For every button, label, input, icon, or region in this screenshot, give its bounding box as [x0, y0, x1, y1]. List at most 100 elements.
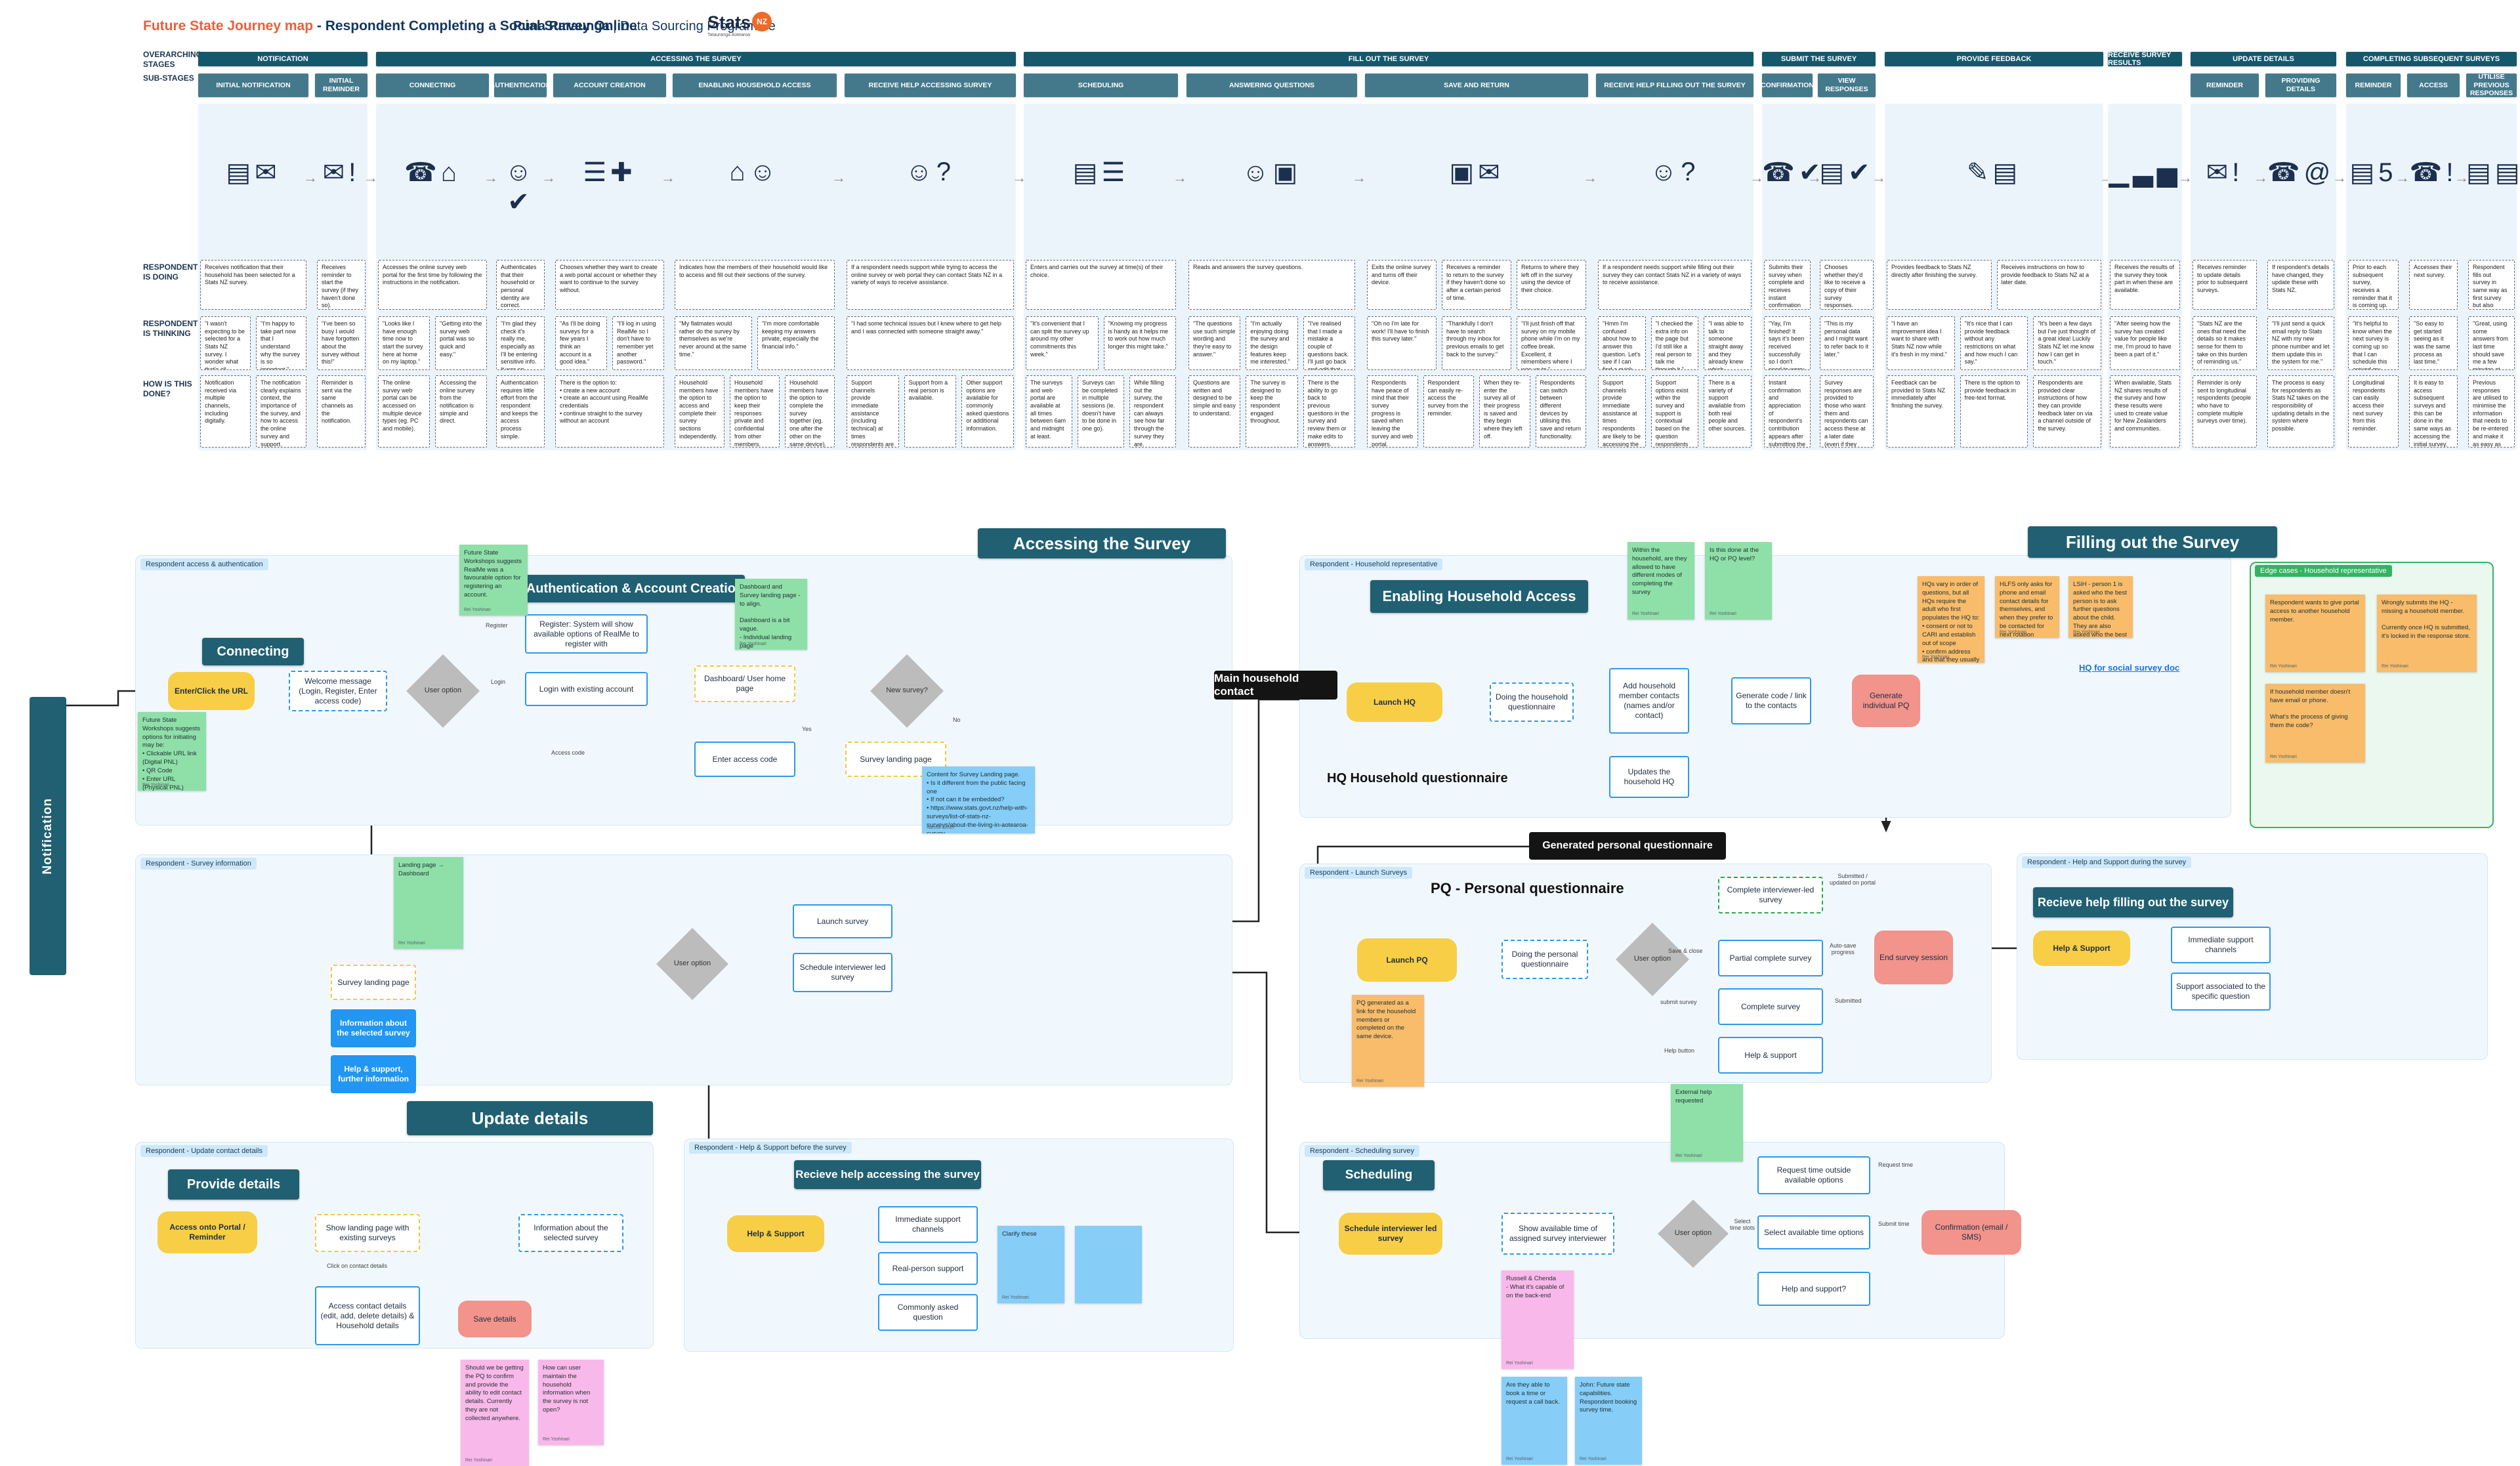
sticky-hq-or-pq-level[interactable]: Is this done at the HQ or PQ level?Rei Y…	[1705, 542, 1772, 619]
cell-initial-reminder-done-0[interactable]: Reminder is sent via the same channels a…	[317, 375, 366, 448]
hq-social-survey-doc-link[interactable]: HQ for social survey doc	[2079, 663, 2180, 673]
cell-account-creation-doing-0[interactable]: Chooses whether they want to create a we…	[555, 260, 664, 310]
schedule-interviewer-led-survey-2[interactable]: Schedule interviewer led survey	[1339, 1213, 1442, 1255]
substage-account-creation[interactable]: ACCOUNT CREATION	[553, 73, 666, 97]
main-household-contact-label[interactable]: Main household contact	[1214, 671, 1337, 700]
welcome-message[interactable]: Welcome message (Login, Register, Enter …	[289, 671, 387, 711]
cell-provide-feedback-done-0[interactable]: Feedback can be provided to Stats NZ imm…	[1887, 375, 1955, 448]
cell-reminder-subsequent-thinking-0[interactable]: "It's helpful to know when the next surv…	[2348, 316, 2399, 370]
sticky-dashboard-align[interactable]: Dashboard and Survey landing page - to a…	[735, 579, 807, 650]
stage-4[interactable]: PROVIDE FEEDBACK	[1885, 52, 2103, 66]
partial-complete-survey[interactable]: Partial complete survey	[1718, 940, 1823, 976]
sticky-pq-confirm-contact-details[interactable]: Should we be getting the PQ to confirm a…	[461, 1360, 529, 1466]
cell-access-subsequent-done-0[interactable]: It is easy to access subsequent surveys …	[2409, 375, 2458, 448]
sticky-pq-generated-link[interactable]: PQ generated as a link for the household…	[1352, 995, 1424, 1087]
updates-household-hq[interactable]: Updates the household HQ	[1609, 756, 1689, 798]
cell-provide-feedback-done-1[interactable]: There is the option to provide feedback …	[1960, 375, 2028, 448]
help-and-support-during[interactable]: Help & Support	[2033, 931, 2130, 966]
cell-enabling-household-access-done-1[interactable]: Household members have the option to kee…	[730, 375, 780, 448]
cell-view-responses-done-0[interactable]: Survey responses are provided to those w…	[1820, 375, 1874, 448]
cell-receive-help-accessing-survey-done-0[interactable]: Support channels provide immediate assis…	[847, 375, 899, 448]
substage-receive-help-accessing-survey[interactable]: RECEIVE HELP ACCESSING SURVEY	[845, 73, 1016, 97]
cell-save-and-return-doing-0[interactable]: Exits the online survey and turns off th…	[1367, 260, 1437, 310]
cell-view-responses-doing-0[interactable]: Chooses whether they'd like to receive a…	[1820, 260, 1874, 310]
p-help-before-chip[interactable]: Respondent - Help & Support before the s…	[689, 1142, 852, 1154]
p-launch-surveys-chip[interactable]: Respondent - Launch Surveys	[1305, 867, 1412, 879]
cell-utilise-previous-responses-thinking-0[interactable]: "Great, using some answers from last tim…	[2468, 316, 2515, 370]
help-and-support-before[interactable]: Help & Support	[727, 1215, 824, 1252]
dashboard-home[interactable]: Dashboard/ User home page	[694, 665, 795, 702]
cell-account-creation-thinking-0[interactable]: "As I'll be doing surveys for a few year…	[555, 316, 607, 370]
select-available-time[interactable]: Select available time options	[1757, 1215, 1870, 1249]
sticky-unlabelled[interactable]	[1075, 1226, 1142, 1303]
cell-receive-help-filling-out-the-survey-thinking-2[interactable]: "I was able to talk to someone straight …	[1704, 316, 1752, 370]
cell-authentication-thinking-0[interactable]: "I'm glad they check it's really me, esp…	[496, 316, 545, 370]
cell-scheduling-thinking-1[interactable]: "Knowing my progress is handy as it help…	[1103, 316, 1176, 370]
cell-initial-notification-thinking-1[interactable]: "I'm happy to take part now that I under…	[256, 316, 306, 370]
cell-answering-questions-done-1[interactable]: The survey is designed to keep the respo…	[1246, 375, 1298, 448]
save-details[interactable]: Save details	[458, 1301, 532, 1337]
sticky-realme-option[interactable]: Future State Workshops suggests RealMe w…	[459, 545, 528, 616]
show-available-time[interactable]: Show available time of assigned survey i…	[1502, 1213, 1614, 1255]
substage-confirmation[interactable]: CONFIRMATION	[1761, 73, 1814, 97]
doing-household-questionnaire[interactable]: Doing the household questionnaire	[1490, 682, 1574, 722]
sticky-portal-access-other-member[interactable]: Respondent wants to give portal access t…	[2265, 595, 2365, 672]
substage-reminder-update[interactable]: REMINDER	[2191, 73, 2259, 97]
cell-receive-survey-results-thinking-0[interactable]: "After seeing how the survey has created…	[2110, 316, 2180, 370]
cell-providing-details-thinking-0[interactable]: "I'll just send a quick email reply to S…	[2267, 316, 2334, 370]
cell-answering-questions-thinking-1[interactable]: "I'm actually enjoying doing the survey …	[1246, 316, 1298, 370]
login-existing[interactable]: Login with existing account	[525, 672, 648, 706]
info-selected-survey-fill[interactable]: Information about the selected survey	[331, 1009, 416, 1047]
cell-account-creation-done-0[interactable]: There is the option to: • create a new a…	[555, 375, 664, 448]
cell-scheduling-doing-0[interactable]: Enters and carries out the survey at tim…	[1026, 260, 1176, 310]
information-about-selected-survey[interactable]: Information about the selected survey	[518, 1214, 623, 1252]
cell-initial-notification-doing-0[interactable]: Receives notification that their househo…	[200, 260, 306, 310]
stage-7[interactable]: COMPLETING SUBSEQUENT SURVEYS	[2346, 52, 2517, 66]
enter-click-url[interactable]: Enter/Click the URL	[168, 672, 255, 710]
cell-receive-help-accessing-survey-done-1[interactable]: Support from a real person is available.	[904, 375, 957, 448]
substage-authentication[interactable]: AUTHENTICATION	[490, 73, 551, 97]
cell-answering-questions-doing-0[interactable]: Reads and answers the survey questions.	[1188, 260, 1355, 310]
stage-3[interactable]: SUBMIT THE SURVEY	[1762, 52, 1876, 66]
cell-confirmation-doing-0[interactable]: Submits their survey when complete and r…	[1764, 260, 1811, 310]
access-portal-reminder[interactable]: Access onto Portal / Reminder	[158, 1211, 257, 1253]
confirmation-email-sms[interactable]: Confirmation (email / SMS)	[1922, 1210, 2021, 1255]
sticky-russell-chenda[interactable]: Russell & Chenda - What it's capable of …	[1502, 1270, 1574, 1369]
sticky-landing-page-content[interactable]: Content for Survey Landing page. • Is it…	[922, 766, 1035, 833]
stage-1[interactable]: ACCESSING THE SURVEY	[376, 52, 1016, 66]
substage-connecting[interactable]: CONNECTING	[376, 73, 489, 97]
cell-providing-details-done-0[interactable]: The process is easy for respondents as S…	[2267, 375, 2334, 448]
cell-connecting-doing-0[interactable]: Accesses the online survey web portal fo…	[378, 260, 487, 310]
cell-enabling-household-access-done-0[interactable]: Household members have the option to acc…	[675, 375, 724, 448]
substage-answering-questions[interactable]: ANSWERING QUESTIONS	[1186, 73, 1357, 97]
cell-receive-help-filling-out-the-survey-doing-0[interactable]: If a respondent needs support while fill…	[1598, 260, 1752, 310]
sticky-wrongly-submits-hq[interactable]: Wrongly submits the HQ - missing a house…	[2377, 595, 2477, 672]
cell-receive-help-accessing-survey-done-2[interactable]: Other support options are available for …	[961, 375, 1014, 448]
p-survey-info-chip[interactable]: Respondent - Survey information	[140, 858, 257, 869]
cell-provide-feedback-doing-1[interactable]: Receives instructions on how to provide …	[1996, 260, 2101, 310]
cell-enabling-household-access-thinking-1[interactable]: "I'm more comfortable keeping my answers…	[757, 316, 835, 370]
doing-personal-questionnaire[interactable]: Doing the personal questionnaire	[1502, 940, 1588, 979]
substage-utilise-previous-responses[interactable]: UTILISE PREVIOUS RESPONSES	[2466, 73, 2517, 97]
cell-scheduling-thinking-0[interactable]: "It's convenient that I can split the su…	[1026, 316, 1099, 370]
substage-reminder-subsequent[interactable]: REMINDER	[2346, 73, 2401, 97]
cell-confirmation-thinking-0[interactable]: "Yay, I'm finished! It says it's been re…	[1764, 316, 1811, 370]
sticky-no-email-or-phone[interactable]: If household member doesn't have email o…	[2265, 684, 2365, 763]
end-survey-session[interactable]: End survey session	[1874, 931, 1953, 984]
cell-enabling-household-access-doing-0[interactable]: Indicates how the members of their house…	[675, 260, 835, 310]
cell-access-subsequent-thinking-0[interactable]: "So easy to get started seeing as it was…	[2409, 316, 2458, 370]
cell-receive-help-filling-out-the-survey-done-2[interactable]: There is a variety of support available …	[1704, 375, 1752, 448]
notification-side-bar[interactable]: Notification	[30, 697, 66, 975]
p-edge-cases-chip[interactable]: Edge cases - Household representative	[2255, 565, 2392, 577]
cell-receive-help-filling-out-the-survey-thinking-0[interactable]: "Hmm I'm confused about how to answer th…	[1598, 316, 1646, 370]
cell-account-creation-thinking-1[interactable]: "I'll log in using RealMe so I don't hav…	[612, 316, 664, 370]
cell-view-responses-thinking-0[interactable]: "This is my personal data and I might wa…	[1820, 316, 1874, 370]
support-specific-question[interactable]: Support associated to the specific quest…	[2171, 973, 2271, 1011]
cell-provide-feedback-thinking-1[interactable]: "It's nice that I can provide feedback w…	[1960, 316, 2028, 370]
launch-hq[interactable]: Launch HQ	[1347, 682, 1442, 722]
cell-reminder-update-doing-0[interactable]: Receives reminder to update details prio…	[2193, 260, 2257, 310]
cell-initial-notification-thinking-0[interactable]: "I wasn't expecting to be selected for a…	[200, 316, 251, 370]
cell-receive-help-filling-out-the-survey-thinking-1[interactable]: "I checked the extra info on the page bu…	[1650, 316, 1699, 370]
cell-scheduling-done-1[interactable]: Surveys can be completed in multiple ses…	[1078, 375, 1124, 448]
stage-5[interactable]: RECEIVE SURVEY RESULTS	[2108, 51, 2182, 67]
